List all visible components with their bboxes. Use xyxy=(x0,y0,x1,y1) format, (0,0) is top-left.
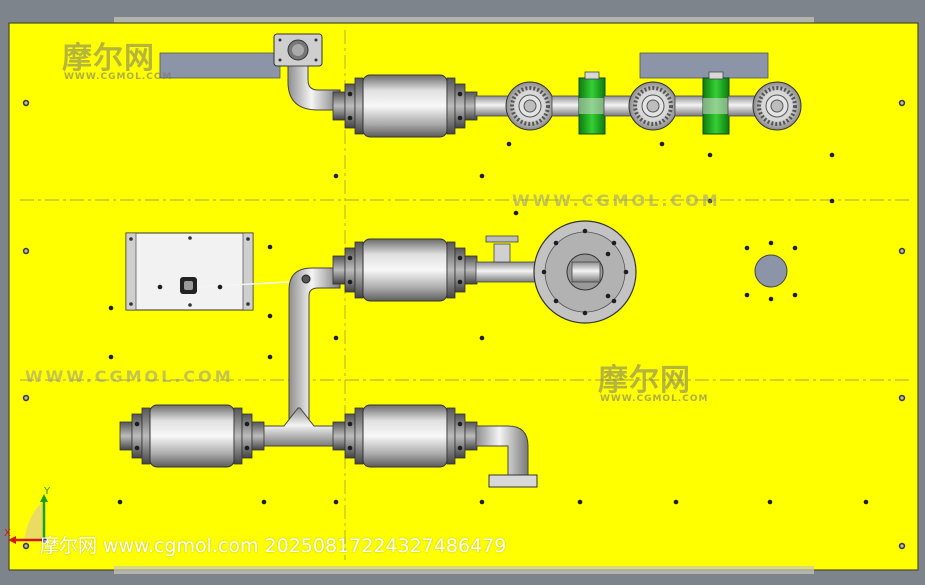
watermark-url-top: WWW.CGMOL.COM xyxy=(512,191,721,210)
watermark-url-left: WWW.CGMOL.COM xyxy=(25,367,234,386)
outlet-flange xyxy=(488,474,538,488)
lower-pipe-assembly xyxy=(120,220,637,488)
watermark-brand-url: WWW.CGMOL.COM xyxy=(64,72,173,82)
top-pipe-assembly xyxy=(273,33,803,137)
watermark-brand-url-center: WWW.CGMOL.COM xyxy=(600,394,709,404)
side-port xyxy=(744,240,798,302)
top-right-slot xyxy=(639,52,769,79)
top-left-slot xyxy=(159,52,281,79)
footer-credit: 摩尔网 www.cgmol.com 20250817224327486479 xyxy=(40,535,507,557)
triad-x-label: X xyxy=(4,528,11,539)
coordinate-triad xyxy=(8,494,48,544)
triad-y-label: Y xyxy=(44,486,51,497)
watermark-brand-cn-center: 摩尔网 xyxy=(598,363,691,398)
control-box xyxy=(125,232,306,311)
watermark-brand-cn: 摩尔网 xyxy=(62,41,155,76)
